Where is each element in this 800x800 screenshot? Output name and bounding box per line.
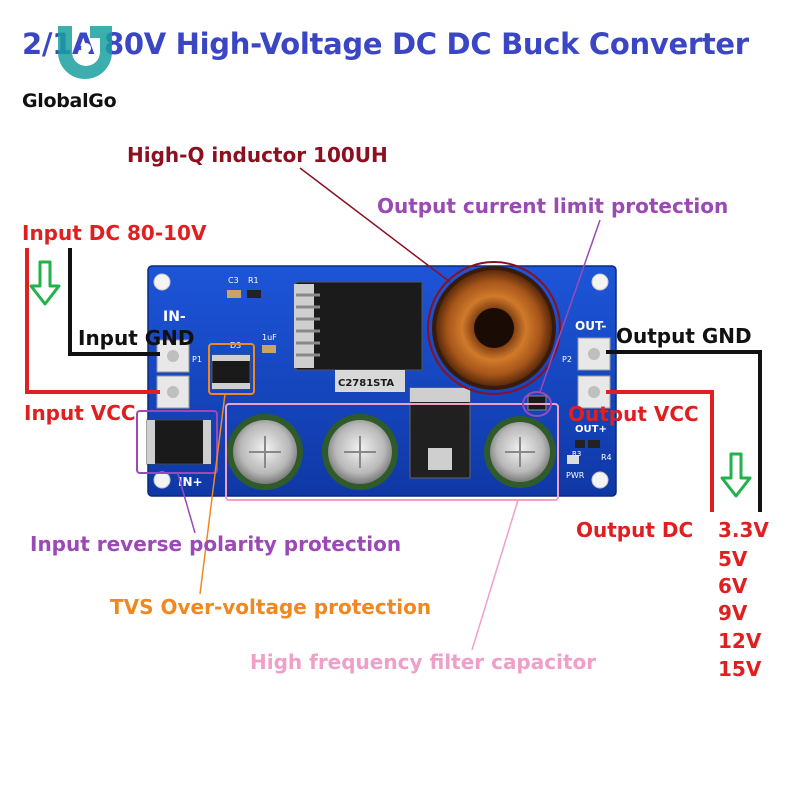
- current-limit-leader: [539, 219, 601, 393]
- silk-pwr: PWR: [566, 471, 585, 480]
- callout-inductor: High-Q inductor 100UH: [127, 143, 388, 167]
- mount-hole: [591, 471, 609, 489]
- output-vcc-wire: [606, 390, 714, 512]
- smd-c3: [227, 290, 241, 298]
- down-arrow-icon: [720, 452, 752, 498]
- page-title: 2/1A 80V High-Voltage DC DC Buck Convert…: [22, 27, 749, 61]
- callout-reverse-polarity: Input reverse polarity protection: [30, 532, 401, 556]
- smd-cap-1uf: [262, 345, 276, 353]
- filter-capacitor-3: [484, 416, 556, 488]
- callout-input-dc: Input DC 80-10V: [22, 221, 207, 245]
- silk-ic-marking: C2781STA: [338, 378, 394, 389]
- callout-current-limit: Output current limit protection: [377, 194, 728, 218]
- globalgo-logo-icon: [58, 26, 112, 79]
- inductor: [432, 266, 556, 390]
- silk-in-plus: IN+: [178, 475, 203, 489]
- input-vcc-wire: [25, 248, 160, 394]
- down-arrow-icon: [29, 260, 61, 306]
- regulator-ic: [294, 281, 423, 392]
- callout-input-gnd: Input GND: [78, 326, 195, 350]
- smd-pwr-led: [567, 455, 579, 464]
- input-pad-plus: [156, 375, 190, 409]
- silk-p1: P1: [192, 355, 202, 364]
- reverse-polarity-outline: [136, 410, 218, 474]
- silk-r3: R3: [572, 450, 581, 458]
- silk-out-plus: OUT+: [575, 424, 607, 435]
- callout-input-vcc: Input VCC: [24, 401, 136, 425]
- callout-output-dc: Output DC: [576, 518, 693, 542]
- filter-cap-leader: [471, 499, 519, 651]
- output-voltage-item: 12V: [718, 629, 762, 653]
- pcb-board: IN- IN+ OUT- OUT+ C3 R1 D3 P1 P2 R4 R3 P…: [146, 265, 617, 497]
- silk-p2: P2: [562, 355, 572, 364]
- callout-output-gnd: Output GND: [616, 324, 752, 348]
- callout-output-vcc: Output VCC: [568, 402, 699, 426]
- inductor-leader: [299, 167, 451, 283]
- input-gnd-wire: [68, 248, 160, 356]
- silk-r4: R4: [601, 453, 612, 462]
- silk-c3: C3: [228, 276, 239, 285]
- mount-hole: [591, 273, 609, 291]
- output-gnd-wire: [606, 350, 762, 512]
- reverse-polarity-diode: [146, 419, 212, 465]
- filter-capacitor-2: [322, 414, 398, 490]
- callout-filter-cap: High frequency filter capacitor: [250, 650, 596, 674]
- smd-r3: [575, 440, 585, 448]
- silk-r1: R1: [248, 276, 259, 285]
- tvs-outline: [208, 343, 255, 395]
- silk-in-minus: IN-: [163, 309, 186, 325]
- silk-1uf: 1uF: [262, 333, 277, 342]
- output-voltage-item: 9V: [718, 601, 748, 625]
- silk-d3: D3: [230, 341, 241, 350]
- tvs-leader: [199, 393, 226, 595]
- inductor-outline: [427, 261, 561, 395]
- mount-hole: [153, 471, 171, 489]
- output-voltage-item: 6V: [718, 574, 748, 598]
- mount-hole: [153, 273, 171, 291]
- smd-r1: [247, 290, 261, 298]
- filter-cap-outline: [225, 403, 559, 501]
- callout-tvs: TVS Over-voltage protection: [110, 595, 431, 619]
- smd-r4: [588, 440, 600, 448]
- output-voltage-item: 15V: [718, 657, 762, 681]
- current-limit-outline: [522, 391, 552, 417]
- silk-out-minus: OUT-: [575, 319, 606, 333]
- output-voltage-item: 5V: [718, 547, 748, 571]
- brand-name: GlobalGo: [22, 90, 117, 112]
- reverse-polarity-leader: [177, 473, 196, 534]
- output-voltage-item: 3.3V: [718, 518, 769, 542]
- filter-capacitor-1: [227, 414, 303, 490]
